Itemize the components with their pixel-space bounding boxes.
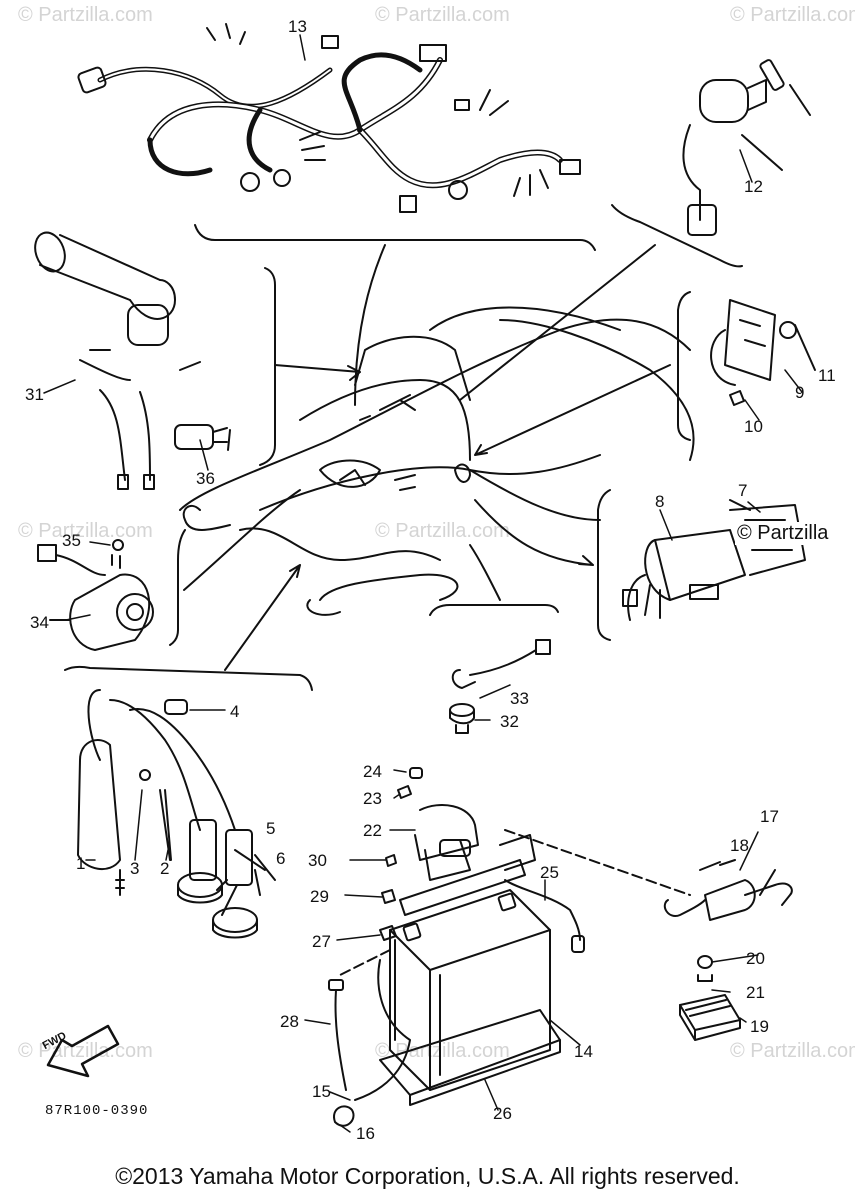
watermark-overlay: © Partzilla [735,522,831,545]
sensor-drawing [449,639,551,734]
callout-33: 33 [510,689,529,708]
watermark: © Partzilla.com [375,520,510,542]
callout-2: 2 [160,859,170,878]
battery-drawing [328,879,585,1127]
callout-19: 19 [750,1017,769,1036]
callout-10: 10 [744,417,763,436]
main-switch-drawing [682,59,811,236]
callout-16: 16 [356,1124,375,1143]
watermark: © Partzilla.com [18,4,153,26]
callout-15: 15 [312,1082,331,1101]
rectifier-drawing [679,955,741,1041]
callout-7: 7 [738,481,748,500]
watermark: © Partzilla.com [375,4,510,26]
callout-9: 9 [795,383,805,402]
copyright-notice: ©2013 Yamaha Motor Corporation, U.S.A. A… [115,1163,740,1189]
starter-relay-drawing [37,539,154,651]
grip-bracket [259,267,276,466]
callout-31: 31 [25,385,44,404]
reference-code: 87R100-0390 [45,1103,149,1119]
wire-harness-drawing [77,23,581,213]
callout-30: 30 [308,851,327,870]
forward-arrow-icon [46,1024,120,1078]
pointer-lines [183,244,671,671]
relay-mount-drawing [379,767,536,941]
callout-17: 17 [760,807,779,826]
callout-36: 36 [196,469,215,488]
callout-24: 24 [363,762,382,781]
relay-bracket [169,529,186,646]
dashed-lead [504,829,691,896]
callout-6: 6 [276,849,286,868]
coil-bracket [64,665,313,691]
watermark: © Partzilla.com [730,4,855,26]
cdi-bracket [597,489,611,641]
callout-20: 20 [746,949,765,968]
callout-3: 3 [130,859,140,878]
watermark: © Partzilla.com [18,520,153,542]
callout-1: 1 [76,854,86,873]
callout-12: 12 [744,177,763,196]
callout-21: 21 [746,983,765,1002]
grip-heater-drawing [34,231,231,490]
callout-23: 23 [363,789,382,808]
callout-29: 29 [310,887,329,906]
callout-26: 26 [493,1104,512,1123]
regulator-drawing [710,299,816,406]
ignition-coil-drawing [77,689,276,939]
switch-bracket [611,204,743,268]
snowmobile-body-drawing [179,306,695,616]
callout-34: 34 [30,613,49,632]
regulator-bracket [677,291,691,441]
dashed-lead [339,949,391,976]
callout-25: 25 [540,863,559,882]
callout-22: 22 [363,821,382,840]
callout-27: 27 [312,932,331,951]
callout-28: 28 [280,1012,299,1031]
callout-18: 18 [730,836,749,855]
callout-8: 8 [655,492,665,511]
callout-14: 14 [574,1042,593,1061]
callout-13: 13 [288,17,307,36]
sensor-bracket [429,604,559,616]
brake-switch-drawing [663,859,793,921]
callout-5: 5 [266,819,276,838]
leader-lines [43,34,803,1133]
watermark: © Partzilla.com [730,1040,855,1062]
callout-32: 32 [500,712,519,731]
harness-bracket [194,224,596,251]
callout-11: 11 [818,366,836,385]
callout-35: 35 [62,531,81,550]
cdi-unit-drawing [622,499,806,621]
callout-4: 4 [230,702,240,721]
